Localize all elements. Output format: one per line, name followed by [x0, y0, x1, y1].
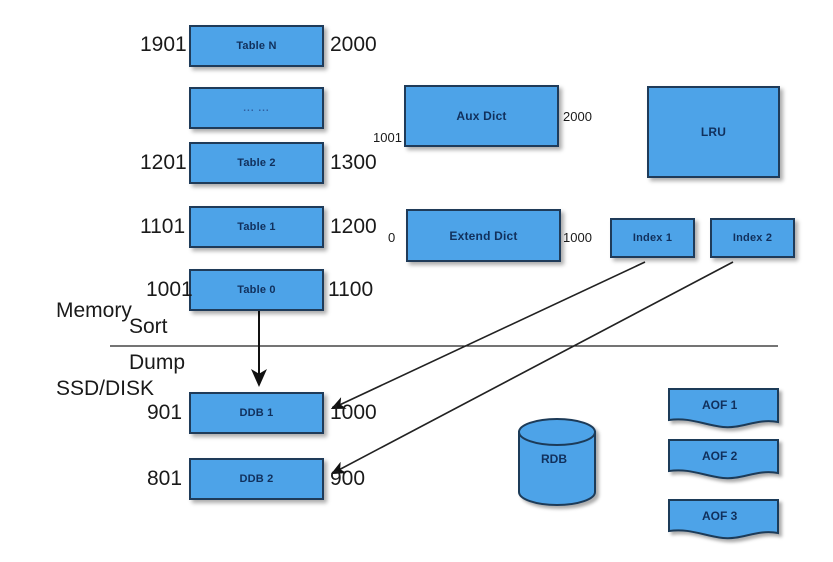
memory-table-end-4: 1100: [328, 278, 374, 301]
memory-table-box-0[interactable]: Table N: [189, 25, 324, 67]
ddb-2-box[interactable]: DDB 2: [189, 458, 324, 500]
memory-table-box-4[interactable]: Table 0: [189, 269, 324, 311]
ddb-1-label: DDB 1: [239, 407, 274, 419]
memory-table-label-3: Table 1: [237, 221, 276, 233]
aof-1-label: AOF 1: [702, 398, 738, 412]
extend-dict-end: 1000: [563, 230, 592, 245]
memory-table-end-2: 1300: [330, 151, 377, 174]
extend-dict-start: 0: [388, 230, 396, 245]
index-1-box[interactable]: Index 1: [610, 218, 695, 258]
index-1-label: Index 1: [632, 232, 673, 244]
memory-table-start-3: 1101: [140, 215, 186, 238]
memory-table-box-2[interactable]: Table 2: [189, 142, 324, 184]
memory-table-end-3: 1200: [330, 215, 377, 238]
memory-table-label-4: Table 0: [237, 284, 276, 296]
ddb-1-start: 901: [147, 401, 183, 424]
tier-label-memory: Memory: [56, 299, 132, 322]
tier-label-ssd-disk: SSD/DISK: [56, 377, 155, 400]
extend-dict-label: Extend Dict: [449, 228, 518, 243]
aux-dict-label: Aux Dict: [456, 109, 507, 123]
extend-dict-box[interactable]: Extend Dict: [406, 209, 561, 262]
memory-table-start-0: 1901: [140, 33, 187, 56]
index2-to-ddb2-arrow: [330, 261, 734, 475]
index-2-box[interactable]: Index 2: [710, 218, 795, 258]
aux-dict-end: 2000: [563, 109, 592, 124]
memory-table-start-2: 1201: [140, 151, 187, 174]
memory-table-end-0: 2000: [330, 33, 377, 56]
memory-table-label-2: Table 2: [237, 157, 276, 169]
index-2-label: Index 2: [732, 232, 773, 244]
tier-label-dump: Dump: [129, 351, 186, 374]
ddb-2-end: 900: [330, 467, 366, 490]
aof-1-shape: [668, 388, 779, 429]
ddb-1-end: 1000: [330, 401, 377, 424]
ddb-1-box[interactable]: DDB 1: [189, 392, 324, 434]
memory-table-label-0: Table N: [236, 40, 277, 52]
aof-2-label: AOF 2: [702, 449, 738, 463]
aof-3-label: AOF 3: [702, 509, 738, 523]
index1-to-ddb1-arrow: [330, 261, 646, 410]
lru-box[interactable]: LRU: [647, 86, 780, 178]
aux-dict-box[interactable]: Aux Dict: [404, 85, 559, 147]
aof-3-shape: [668, 499, 779, 540]
aux-dict-start: 1001: [373, 130, 402, 145]
memory-table-start-4: 1001: [146, 278, 193, 301]
lru-label: LRU: [700, 125, 727, 139]
rdb-cylinder: [518, 418, 596, 506]
rdb-label: RDB: [541, 452, 567, 466]
memory-table-label-1: ... ...: [243, 102, 270, 114]
tier-label-sort: Sort: [129, 315, 168, 338]
memory-table-box-1[interactable]: ... ...: [189, 87, 324, 129]
ddb-2-start: 801: [147, 467, 183, 490]
memory-table-box-3[interactable]: Table 1: [189, 206, 324, 248]
ddb-2-label: DDB 2: [239, 473, 274, 485]
aof-2-shape: [668, 439, 779, 480]
